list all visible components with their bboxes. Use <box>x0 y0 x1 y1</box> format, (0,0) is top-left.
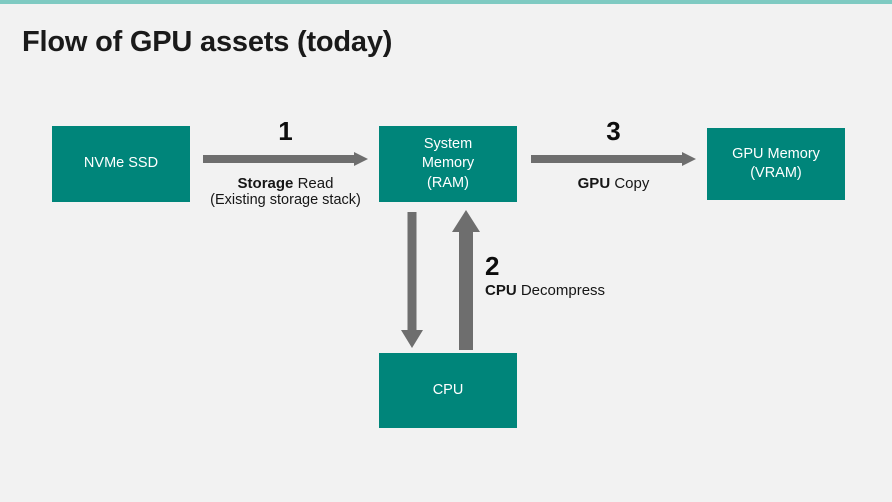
caption-cpu-decompress: CPU Decompress <box>485 282 605 299</box>
arrow-head <box>452 210 480 232</box>
arrow-shaft <box>459 231 473 350</box>
node-cpu-label: CPU <box>432 381 464 398</box>
page-title: Flow of GPU assets (today) <box>22 26 393 58</box>
node-gpu-memory-line2: (VRAM) <box>750 165 802 181</box>
caption-gpu-copy: GPU Copy <box>531 175 696 192</box>
arrow-head <box>401 330 423 348</box>
node-system-memory-line2: Memory <box>421 155 475 172</box>
caption-storage-read: Storage Read (Existing storage stack) <box>195 175 376 208</box>
node-nvme-ssd: NVMe SSD <box>52 126 190 202</box>
caption-storage-read-bold: Storage <box>237 175 294 192</box>
top-accent-bar <box>0 0 892 4</box>
step-number-2: 2 <box>485 251 500 281</box>
caption-storage-read-rest: Read <box>293 175 334 192</box>
caption-gpu-copy-bold: GPU <box>577 175 611 192</box>
node-system-memory-line1: System <box>423 136 473 153</box>
caption-storage-read-sublabel: (Existing storage stack) <box>210 192 361 208</box>
arrow-head <box>354 152 368 166</box>
arrow-shaft <box>407 212 417 332</box>
node-nvme-ssd-label: NVMe SSD <box>83 155 159 172</box>
arrow-head <box>682 152 696 166</box>
step-number-3: 3 <box>606 116 621 146</box>
arrow-gpu-copy-icon <box>531 152 696 166</box>
node-system-memory: System Memory (RAM) <box>379 126 517 202</box>
node-gpu-memory-line1: GPU Memory <box>732 145 820 162</box>
node-system-memory-line3: (RAM) <box>427 174 469 191</box>
arrow-shaft <box>203 155 355 163</box>
arrow-memory-to-cpu-icon <box>401 212 423 348</box>
arrow-shaft <box>531 155 683 163</box>
caption-cpu-decompress-bold: CPU <box>485 282 517 299</box>
node-cpu: CPU <box>379 353 517 428</box>
node-gpu-memory: GPU Memory (VRAM) <box>707 128 845 200</box>
step-number-1: 1 <box>278 116 293 146</box>
arrow-storage-read-icon <box>203 152 368 166</box>
caption-cpu-decompress-rest: Decompress <box>516 282 606 299</box>
arrow-cpu-to-memory-icon <box>451 210 481 350</box>
caption-gpu-copy-rest: Copy <box>610 175 650 192</box>
